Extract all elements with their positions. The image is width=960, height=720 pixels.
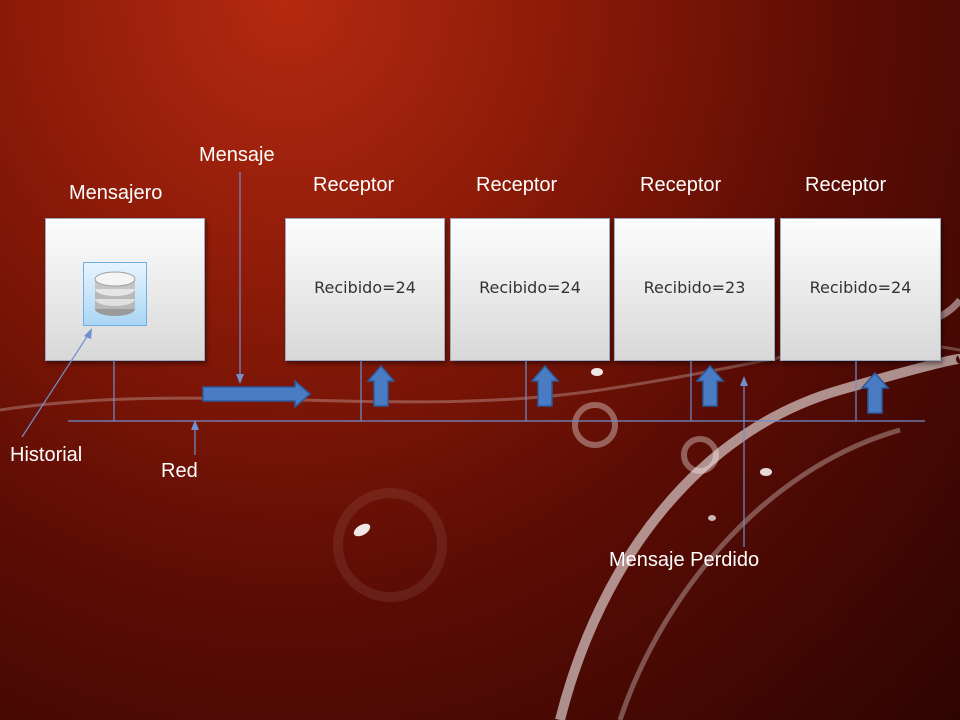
historial-label: Historial [10, 444, 83, 466]
receiver-value-2: Recibido=24 [479, 278, 581, 297]
right-arrow-icon [202, 379, 312, 409]
receiver-box-4: Recibido=24 [780, 218, 941, 361]
up-arrow-icon [860, 371, 890, 414]
mensaje-label: Mensaje [199, 144, 275, 166]
receiver-box-2: Recibido=24 [450, 218, 610, 361]
historial-pointer [21, 331, 91, 438]
receiver-value-3: Recibido=23 [643, 278, 746, 297]
receiver-value-4: Recibido=24 [809, 278, 912, 297]
red-label: Red [161, 460, 198, 482]
up-arrow-icon [695, 364, 725, 407]
receptor-label-2: Receptor [476, 174, 558, 196]
mensajero-label: Mensajero [69, 182, 163, 204]
receiver-box-1: Recibido=24 [285, 218, 445, 361]
receptor-label-4: Receptor [805, 174, 887, 196]
receiver-box-3: Recibido=23 [614, 218, 775, 361]
up-arrow-icon [530, 364, 560, 407]
mensaje-perdido-label: Mensaje Perdido [609, 549, 760, 571]
messenger-box [45, 218, 205, 361]
receptor-label-3: Receptor [640, 174, 722, 196]
receiver-value-1: Recibido=24 [314, 278, 416, 297]
database-icon [83, 262, 147, 326]
up-arrow-icon [366, 364, 396, 407]
receptor-label-1: Receptor [313, 174, 395, 196]
